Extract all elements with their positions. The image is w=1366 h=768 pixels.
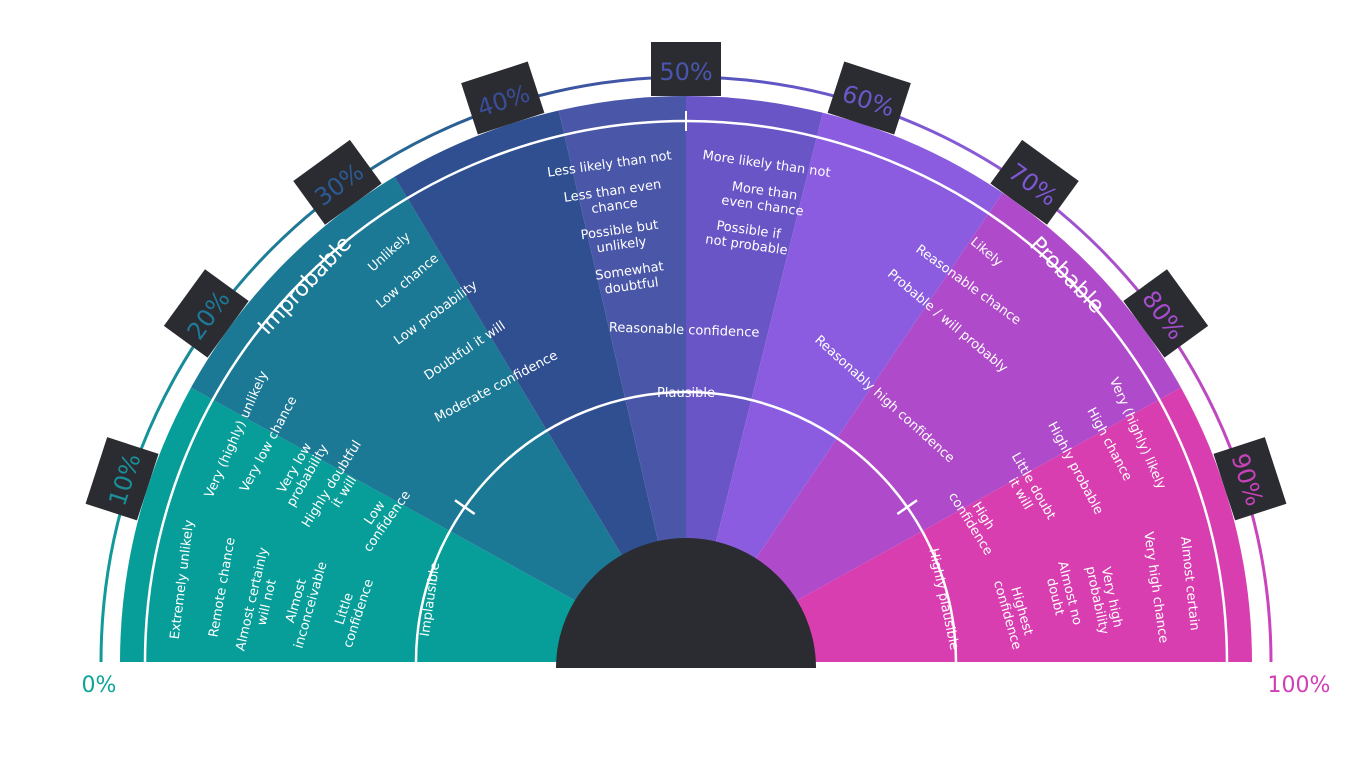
phrase-line: chance [590,196,638,217]
phrase-shared-reasonable-confidence: Reasonable confidence [609,320,760,340]
segment-realistic-possibility-high [686,96,823,662]
percent-marker-60: 60% [827,61,911,135]
segment-almost-certain [686,387,1252,662]
segment-unlikely [394,110,686,662]
percent-box [1213,437,1287,521]
inner-white-arc [414,390,958,663]
percent-marker-10: 10% [85,437,159,521]
phrase-realistic-possibility-high-2: Possible ifnot probable [704,217,790,258]
percent-marker-40: 40% [461,61,545,135]
probability-segments [120,96,1252,663]
center-hub [556,538,816,668]
percent-marker-50: 50% [651,42,721,96]
inner-arc-tick [454,499,476,516]
hub-semicircle [556,538,816,668]
percent-box [1123,269,1209,358]
percent-marker-90: 90% [1213,437,1287,521]
percent-label: 50% [659,58,712,86]
end-label-100-percent: 100% [1268,673,1331,698]
inner-arc-tick [896,499,918,516]
percent-box [163,269,249,358]
percent-box [651,42,721,96]
percent-box [827,61,911,135]
segment-highly-unlikely [191,176,686,663]
segment-highly-likely [686,192,1181,663]
percent-labels: 10%20%30%40%50%60%70%80%90% [85,42,1287,521]
phrase-line: unlikely [596,234,648,256]
percent-box [85,437,159,521]
segment-likely [686,112,1003,663]
percent-marker-70: 70% [990,139,1079,225]
segment-realistic-possibility-low [558,96,686,662]
percent-box [461,61,545,135]
segment-remote [120,387,686,662]
end-label-0-percent: 0% [82,673,117,698]
phrase-line: doubtful [604,275,660,297]
inner-label-plausible: Plausible [657,386,715,401]
percent-box [293,139,382,225]
percent-box [990,139,1079,225]
